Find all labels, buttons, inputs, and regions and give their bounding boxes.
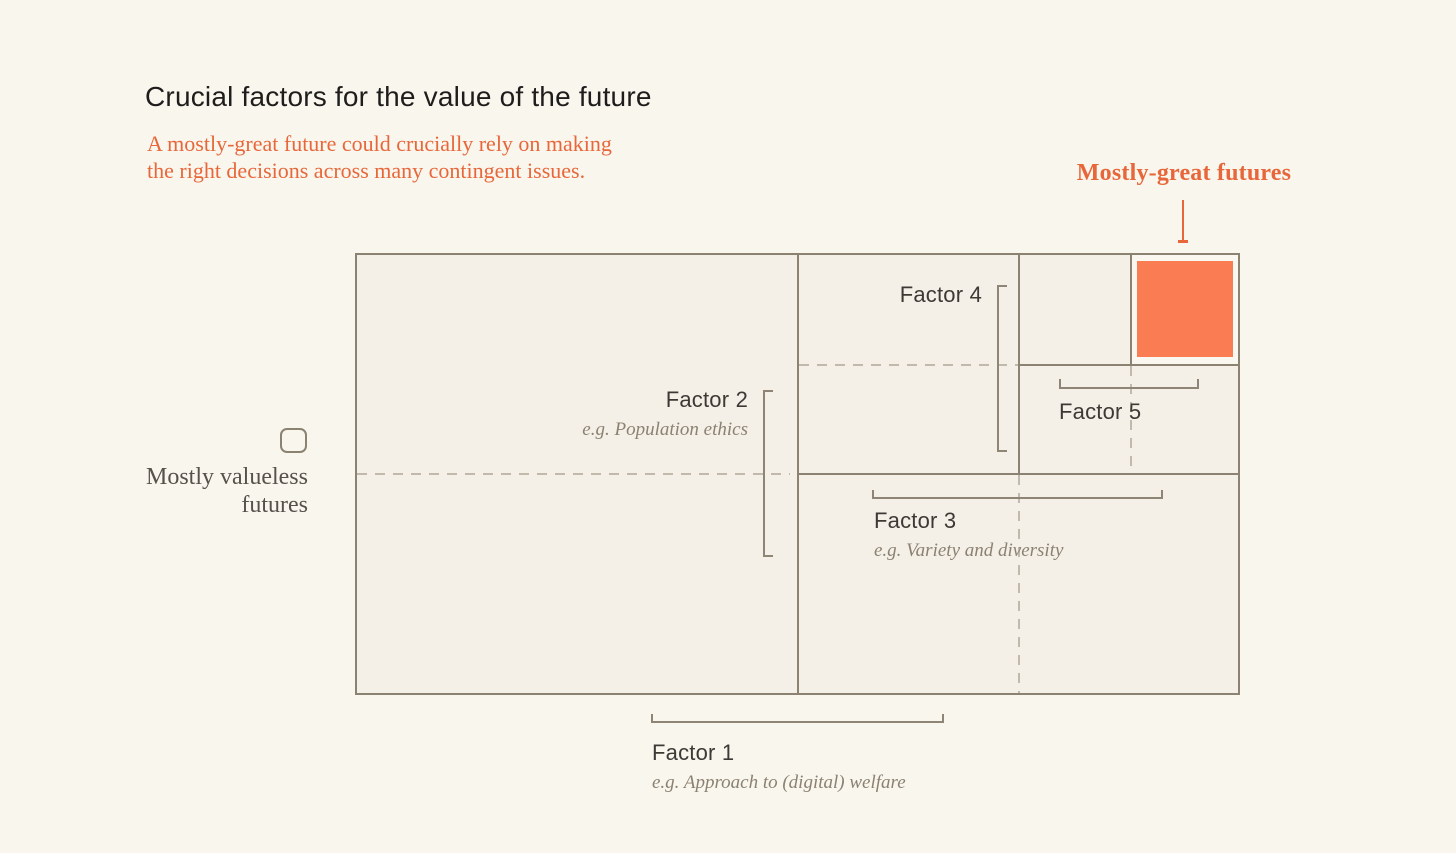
divider-factor5-dashed [1130, 366, 1132, 473]
mostly-valueless-futures-label: Mostly valueless futures [146, 463, 308, 519]
factor1-label-group: Factor 1 e.g. Approach to (digital) welf… [652, 740, 906, 794]
great-futures-pointer [1178, 200, 1188, 243]
divider-factor4-dashed [799, 364, 1018, 366]
factor1-example: e.g. Approach to (digital) welfare [652, 772, 906, 793]
divider-factor4-solid [1018, 364, 1240, 366]
valueless-line-2: futures [241, 492, 308, 518]
factor2-label-group: Factor 2 e.g. Population ethics [582, 387, 748, 441]
factor3-label: Factor 3 [874, 508, 957, 533]
factor4-label: Factor 4 [899, 282, 982, 307]
future-value-box [355, 253, 1240, 695]
factor5-label: Factor 5 [1059, 399, 1142, 424]
divider-factor3-solid [1018, 255, 1020, 475]
figure-subtitle: A mostly-great future could crucially re… [147, 130, 612, 184]
mostly-great-futures-label: Mostly-great futures [1076, 160, 1292, 186]
divider-factor2-dashed [357, 473, 790, 475]
subtitle-line-1: A mostly-great future could crucially re… [147, 131, 612, 156]
mostly-great-futures-square [1137, 261, 1233, 357]
figure-title: Crucial factors for the value of the fut… [145, 81, 652, 112]
factor1-bracket [651, 714, 944, 723]
factor5-label-group: Factor 5 [1059, 399, 1141, 425]
subtitle-line-2: the right decisions across many continge… [147, 158, 586, 183]
factor2-example: e.g. Population ethics [582, 419, 748, 440]
factor3-label-group: Factor 3 e.g. Variety and diversity [874, 508, 1063, 562]
divider-factor3-dashed [1018, 475, 1020, 693]
valueless-line-1: Mostly valueless [146, 464, 308, 490]
factor2-label: Factor 2 [665, 387, 748, 412]
factor3-example: e.g. Variety and diversity [874, 540, 1064, 561]
factor3-bracket [872, 490, 1163, 499]
factor4-label-group: Factor 4 [900, 282, 982, 308]
factor4-bracket [997, 285, 1007, 452]
factor2-bracket [763, 390, 773, 557]
factor1-label: Factor 1 [652, 740, 735, 765]
factor5-bracket [1059, 379, 1199, 389]
divider-factor5-solid [1130, 255, 1132, 366]
valueless-square-icon [280, 428, 307, 453]
